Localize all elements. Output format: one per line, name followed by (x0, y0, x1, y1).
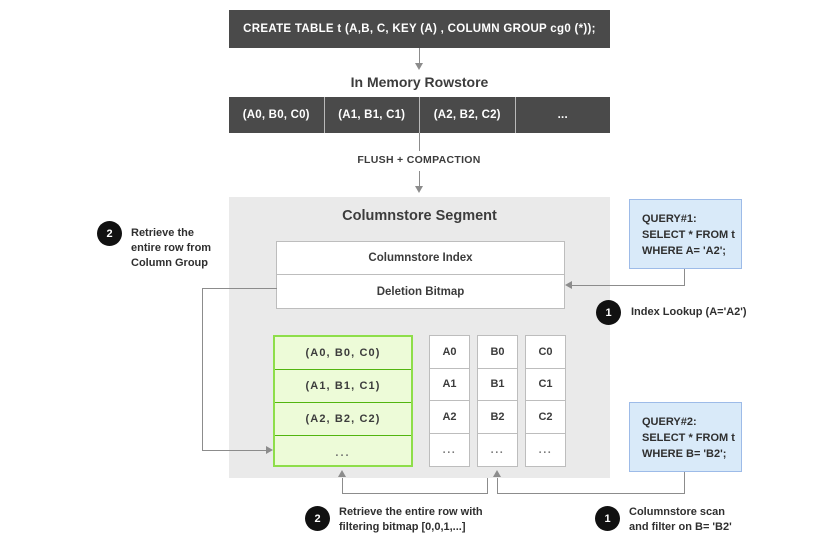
columnstore-index-box: Columnstore Index (276, 241, 565, 275)
column-cell: B0 (478, 336, 517, 369)
arrow-left-icon-query1 (565, 281, 572, 289)
rowstore-cell: (A0, B0, C0) (229, 97, 325, 133)
query-1-line: WHERE A= 'A2'; (642, 245, 726, 257)
column-cell: A1 (430, 369, 469, 401)
query-2-box: QUERY#2: SELECT * FROM t WHERE B= 'B2'; (629, 402, 742, 472)
note-line: Retrieve the entire row with (339, 506, 483, 518)
connector-query2-vertical-right (684, 472, 686, 494)
connector-query2-horizontal (497, 493, 685, 495)
note-line: filtering bitmap [0,0,1,...] (339, 521, 466, 533)
badge-step-1-bottom: 1 (595, 506, 620, 531)
column-stack-a: A0 A1 A2 ... (429, 335, 470, 467)
note-step-1-right: Index Lookup (A='A2') (631, 305, 831, 320)
column-cell: B2 (478, 401, 517, 434)
note-step-2-bottom: Retrieve the entire row with filtering b… (339, 505, 539, 535)
flush-compaction-label: FLUSH + COMPACTION (357, 154, 481, 166)
connector-ddl-to-rowstore (419, 48, 421, 66)
note-line: Retrieve the (131, 227, 194, 239)
arrow-up-icon-step2-bottom (338, 470, 346, 477)
connector-step2-vertical (202, 288, 204, 451)
note-step-1-bottom: Columnstore scan and filter on B= 'B2' (629, 505, 829, 535)
column-cell: A2 (430, 401, 469, 434)
column-cell: A0 (430, 336, 469, 369)
query-1-box: QUERY#1: SELECT * FROM t WHERE A= 'A2'; (629, 199, 742, 269)
query-2-line: WHERE B= 'B2'; (642, 448, 727, 460)
column-stack-b: B0 B1 B2 ... (477, 335, 518, 467)
column-cell: C2 (526, 401, 565, 434)
badge-step-1-right: 1 (596, 300, 621, 325)
column-cell: B1 (478, 369, 517, 401)
rowstore-cell: (A2, B2, C2) (420, 97, 516, 133)
note-line: Index Lookup (A='A2') (631, 306, 747, 318)
arrow-down-icon-flush (415, 186, 423, 193)
connector-step2b-vertical-left (342, 478, 344, 494)
rowstore-strip: (A0, B0, C0) (A1, B1, C1) (A2, B2, C2) .… (229, 97, 610, 133)
connector-step2-top-horizontal (202, 288, 277, 290)
column-cell: C1 (526, 369, 565, 401)
note-line: and filter on B= 'B2' (629, 521, 732, 533)
query-2-line: SELECT * FROM t (642, 432, 735, 444)
connector-query1-vertical (684, 269, 686, 286)
column-cell: C0 (526, 336, 565, 369)
column-group-row: ... (335, 446, 351, 459)
query-2-line: QUERY#2: (642, 416, 697, 428)
create-table-statement-text: CREATE TABLE t (A,B, C, KEY (A) , COLUMN… (243, 23, 596, 35)
query-1-line: QUERY#1: (642, 213, 697, 225)
connector-query2-vertical-left (497, 478, 499, 494)
column-cell: ... (538, 443, 553, 456)
note-step-2-left: Retrieve the entire row from Column Grou… (131, 226, 239, 271)
column-cell: ... (442, 443, 457, 456)
column-group-box: (A0, B0, C0) (A1, B1, C1) (A2, B2, C2) .… (273, 335, 413, 467)
column-group-row: (A2, B2, C2) (275, 403, 411, 436)
arrow-down-icon-ddl (415, 63, 423, 70)
column-stack-c: C0 C1 C2 ... (525, 335, 566, 467)
column-cell: ... (490, 443, 505, 456)
column-group-row: (A1, B1, C1) (275, 370, 411, 403)
connector-step2b-vertical-right (487, 478, 489, 494)
note-line: entire row from (131, 242, 212, 254)
note-line: Columnstore scan (629, 506, 725, 518)
rowstore-title: In Memory Rowstore (350, 74, 489, 90)
deletion-bitmap-box: Deletion Bitmap (276, 275, 565, 309)
connector-step2-bottom-horizontal (202, 450, 268, 452)
badge-step-2-left: 2 (97, 221, 122, 246)
connector-query1-horizontal (572, 285, 685, 287)
connector-step2b-horizontal (342, 493, 488, 495)
rowstore-cell: ... (557, 109, 568, 121)
arrow-right-icon-step2-left (266, 446, 273, 454)
columnstore-segment-title: Columnstore Segment (342, 208, 497, 224)
connector-flush-to-segment (419, 171, 421, 188)
arrow-up-icon-query2 (493, 470, 501, 477)
connector-rowstore-to-flush (419, 133, 421, 151)
note-line: Column Group (131, 257, 208, 269)
rowstore-cell: (A1, B1, C1) (325, 97, 420, 133)
query-1-line: SELECT * FROM t (642, 229, 735, 241)
column-group-row: (A0, B0, C0) (275, 337, 411, 370)
create-table-statement-bar: CREATE TABLE t (A,B, C, KEY (A) , COLUMN… (229, 10, 610, 48)
badge-step-2-bottom: 2 (305, 506, 330, 531)
